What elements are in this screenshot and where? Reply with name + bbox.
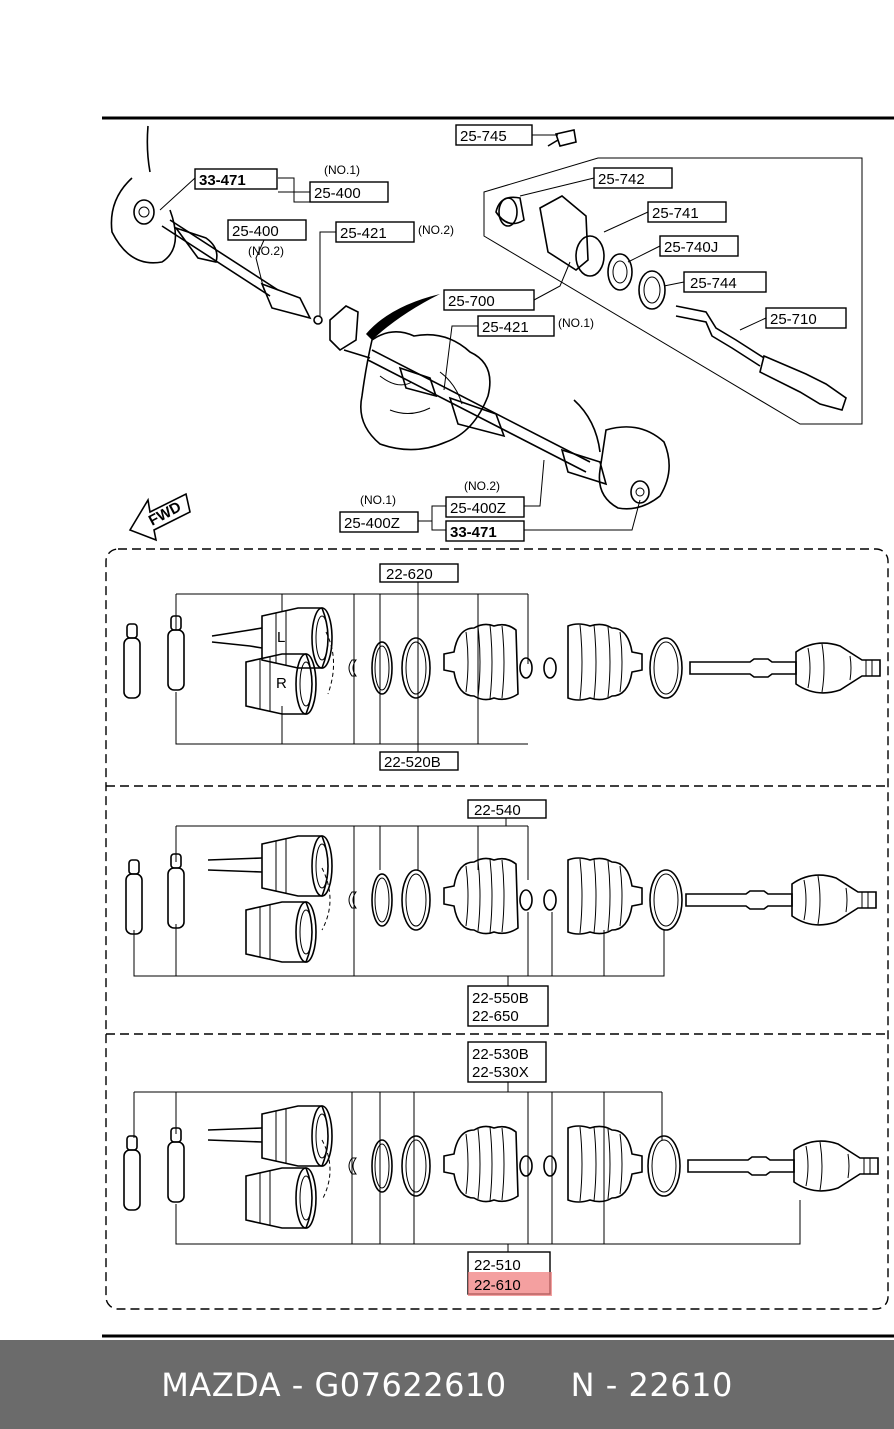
label-25-400-a: 25-400 <box>314 185 361 202</box>
highlight-22-610 <box>468 1272 552 1296</box>
label-22-550b: 22-550B <box>472 990 529 1007</box>
section-22-530: 22-530B 22-530X 22-510 22-610 <box>123 1041 879 1296</box>
label-25-421-b: 25-421 <box>482 319 529 336</box>
upper-labels: 25-745 33-471 (NO.1) 25-400 25-742 25-74… <box>146 124 847 542</box>
kit-frame <box>105 548 889 1310</box>
note-no1-c: (NO.1) <box>360 493 396 507</box>
label-22-610: 22-610 <box>474 1277 521 1294</box>
label-25-400z-a: 25-400Z <box>450 500 506 517</box>
label-25-400-b: 25-400 <box>232 223 279 240</box>
label-33-471-top: 33-471 <box>199 172 246 189</box>
label-25-710: 25-710 <box>770 311 817 328</box>
label-22-520b: 22-520B <box>384 754 441 771</box>
upper-assembly <box>110 125 863 542</box>
caption-bar: MAZDA - G07622610 N - 22610 <box>0 1340 894 1429</box>
label-25-744: 25-744 <box>690 275 737 292</box>
parts-diagram: 25-745 33-471 (NO.1) 25-400 25-742 25-74… <box>102 116 894 1338</box>
label-L: L <box>277 629 285 646</box>
label-22-530x: 22-530X <box>472 1064 529 1081</box>
label-22-530b: 22-530B <box>472 1046 529 1063</box>
caption-text: MAZDA - G07622610 N - 22610 <box>161 1365 733 1404</box>
label-25-741: 25-741 <box>652 205 699 222</box>
section-22-540: 22-540 22-550B 22-650 <box>125 799 877 1027</box>
note-no2-b: (NO.2) <box>418 223 454 237</box>
note-no2-c: (NO.2) <box>464 479 500 493</box>
label-25-745: 25-745 <box>460 128 507 145</box>
label-22-650: 22-650 <box>472 1008 519 1025</box>
label-25-400z-b: 25-400Z <box>344 515 400 532</box>
label-22-540: 22-540 <box>474 802 521 819</box>
label-22-510: 22-510 <box>474 1257 521 1274</box>
note-no1-b: (NO.1) <box>558 316 594 330</box>
label-25-700: 25-700 <box>448 293 495 310</box>
section-22-620: L R 22-620 22-520B <box>123 563 881 771</box>
label-33-471-bottom: 33-471 <box>450 524 497 541</box>
label-R: R <box>276 675 287 692</box>
note-no2-a: (NO.2) <box>248 244 284 258</box>
label-22-620: 22-620 <box>386 566 433 583</box>
label-25-742: 25-742 <box>598 171 645 188</box>
note-no1-a: (NO.1) <box>324 163 360 177</box>
label-25-740j: 25-740J <box>664 239 718 256</box>
label-25-421-a: 25-421 <box>340 225 387 242</box>
